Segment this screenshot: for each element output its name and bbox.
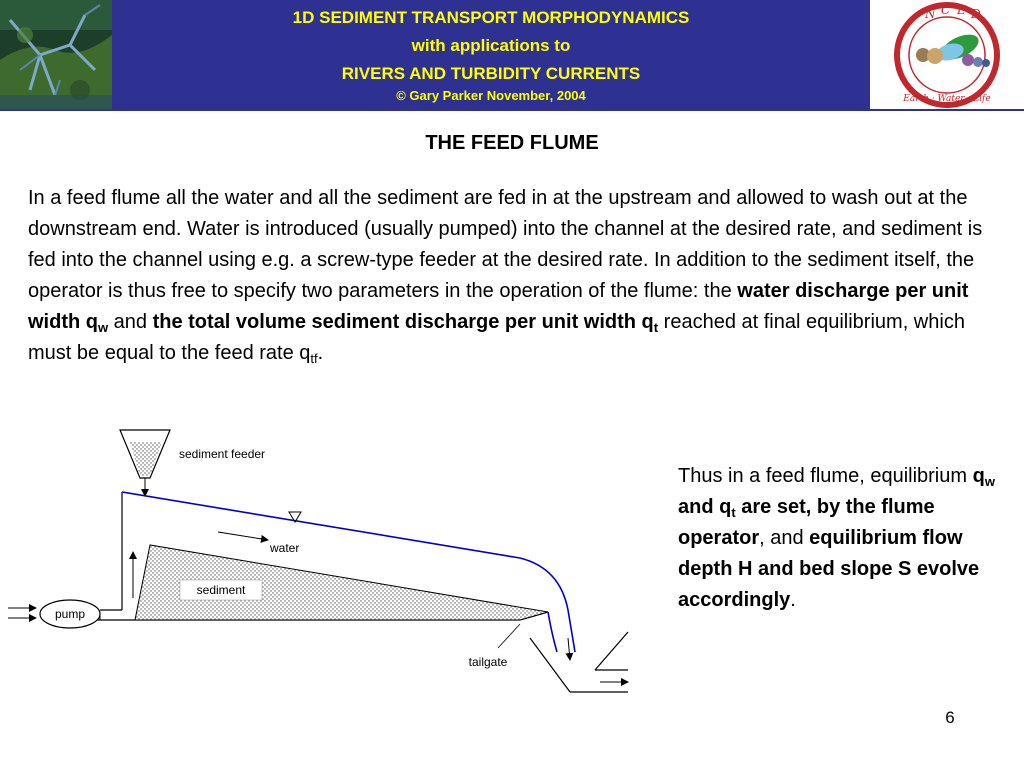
body-paragraph: In a feed flume all the water and all th… — [28, 183, 998, 369]
pump: pump — [8, 599, 101, 629]
side-bold-set-by-operator: are set, by the flume operator — [678, 496, 935, 549]
slide-title: THE FEED FLUME — [425, 132, 599, 154]
side-text-1: Thus in a feed flume, equilibrium — [678, 465, 973, 487]
body-subscript-tf: tf — [310, 351, 318, 366]
header-title-line-3: RIVERS AND TURBIDITY CURRENTS — [341, 64, 641, 83]
body-bold-water-discharge: water discharge per unit width qw — [28, 280, 969, 335]
label-sediment: sediment — [197, 583, 246, 597]
label-sediment-feeder: sediment feeder — [179, 447, 265, 461]
body-text-1: In a feed flume all the water and all th… — [28, 187, 983, 302]
body-text-4: . — [317, 342, 324, 364]
header-title-line-1: 1D SEDIMENT TRANSPORT MORPHODYNAMICS — [292, 8, 690, 27]
logo-letter-d: D — [970, 7, 981, 21]
page-number: 6 — [945, 708, 955, 727]
side-paragraph: Thus in a feed flume, equilibrium qw and… — [678, 461, 1008, 616]
delta-satellite-image — [0, 0, 112, 110]
side-text-2: , and — [759, 527, 810, 549]
header-title-box: 1D SEDIMENT TRANSPORT MORPHODYNAMICS wit… — [112, 0, 870, 110]
header-copyright: © Gary Parker November, 2004 — [396, 88, 586, 103]
side-bold-qt: and qt — [678, 496, 736, 520]
header-banner: 1D SEDIMENT TRANSPORT MORPHODYNAMICS wit… — [0, 0, 1024, 111]
water-level-triangle-icon — [288, 511, 302, 523]
logo-letter-n: N — [924, 7, 936, 21]
body-bold-sediment-discharge: the total volume sediment discharge per … — [152, 311, 659, 335]
logo-letter-e: E — [956, 3, 966, 17]
flow-arrow-icon — [217, 531, 269, 543]
sediment-feeder-hopper — [119, 429, 171, 497]
water-surface — [121, 491, 576, 653]
side-bold-evolve: equilibrium flow depth H and bed slope S… — [678, 527, 980, 611]
label-water: water — [269, 541, 299, 555]
label-pump: pump — [55, 607, 85, 621]
label-tailgate: tailgate — [469, 655, 508, 669]
feed-flume-diagram: sediment feeder sediment water pump tail… — [8, 429, 629, 693]
logo-letter-c: C — [941, 3, 950, 17]
body-text-3: reached at final equilibrium, which must… — [28, 311, 965, 364]
header-title-line-2: with applications to — [411, 36, 571, 55]
tailgate — [497, 623, 629, 693]
side-bold-qw: qw — [972, 465, 995, 489]
side-text-3: . — [790, 589, 796, 611]
nced-logo: N C E D Earth · Water · Life — [870, 0, 1024, 110]
body-text-2: and — [108, 311, 153, 333]
logo-motto: Earth · Water · Life — [902, 94, 990, 104]
header-divider — [0, 109, 1024, 111]
